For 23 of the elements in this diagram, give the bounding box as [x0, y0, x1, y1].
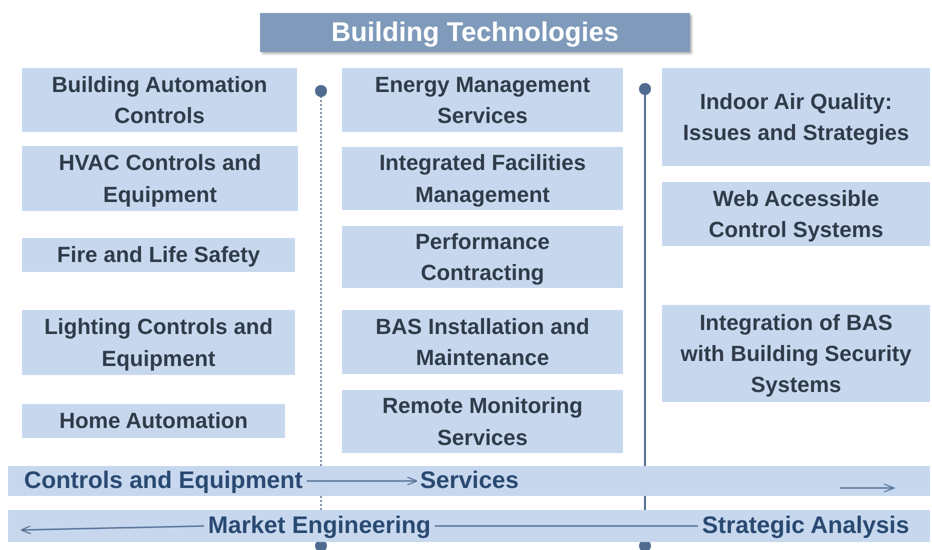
title-banner: Building Technologies	[260, 13, 690, 52]
topic-box: Web Accessible Control Systems	[662, 182, 930, 246]
band	[8, 466, 930, 496]
topic-box: HVAC Controls and Equipment	[22, 146, 298, 211]
band-label: Market Engineering	[204, 510, 435, 542]
topic-box: Lighting Controls and Equipment	[22, 310, 295, 375]
arrow	[306, 476, 418, 486]
topic-box: Remote Monitoring Services	[342, 390, 623, 453]
topic-box: Energy Management Services	[342, 68, 623, 132]
arrow	[20, 525, 204, 534]
topic-box: Fire and Life Safety	[22, 238, 295, 272]
topic-box: Indoor Air Quality: Issues and Strategies	[662, 68, 930, 166]
connector-line	[434, 525, 698, 527]
topic-box: Integration of BAS with Building Security Systems	[662, 305, 930, 402]
topic-box: Home Automation	[22, 404, 285, 438]
band-label: Services	[416, 466, 523, 496]
topic-box: Performance Contracting	[342, 226, 623, 288]
topic-box: Building Automation Controls	[22, 68, 297, 132]
topic-box: BAS Installation and Maintenance	[342, 310, 623, 374]
topic-box: Integrated Facilities Management	[342, 147, 623, 210]
band	[8, 510, 930, 542]
band-label: Strategic Analysis	[698, 510, 914, 542]
band-label: Controls and Equipment	[20, 466, 307, 496]
